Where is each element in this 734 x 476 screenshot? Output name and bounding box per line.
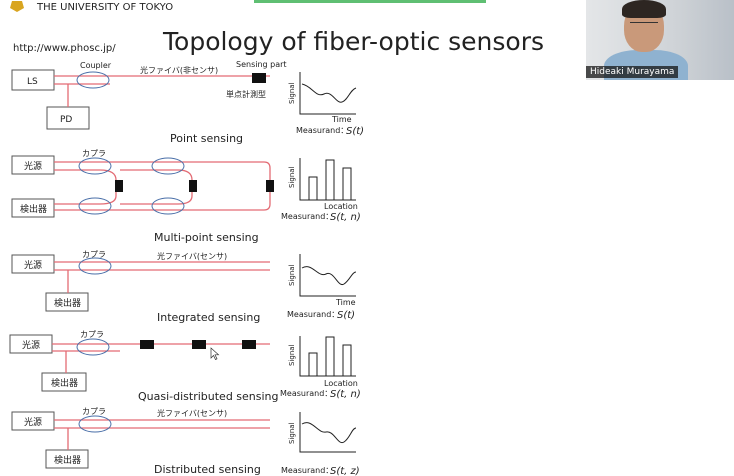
distributed-sensing-caption: Distributed sensing bbox=[154, 463, 261, 476]
ls-label: LS bbox=[27, 77, 38, 87]
detector-label: 検出器 bbox=[54, 297, 81, 309]
detector-box bbox=[41, 372, 87, 392]
measurand-label: Measurand： bbox=[281, 466, 333, 475]
graph-y-label: Signal bbox=[288, 422, 296, 444]
participant-hair bbox=[622, 0, 666, 18]
light-source-box bbox=[11, 411, 55, 431]
quasi-distributed-sensing-caption: Quasi-distributed sensing bbox=[138, 390, 279, 403]
light-source-box bbox=[11, 155, 55, 175]
participant-glasses bbox=[630, 22, 658, 29]
graph-y-label: Signal bbox=[288, 166, 296, 188]
detector-box bbox=[45, 449, 89, 469]
sensing-element bbox=[252, 73, 266, 83]
participant-name-label: Hideaki Murayama bbox=[586, 66, 679, 78]
fiber-label: 光ファイバ(センサ) bbox=[157, 251, 227, 261]
coupler-shape bbox=[76, 71, 110, 89]
university-name: THE UNIVERSITY OF TOKYO bbox=[36, 2, 173, 13]
light-source-label: 光源 bbox=[24, 416, 42, 428]
detector-label: 検出器 bbox=[20, 203, 47, 215]
ginkgo-logo-icon bbox=[10, 1, 24, 12]
fiber-label: 光ファイバ(センサ) bbox=[157, 408, 227, 418]
diagram-integrated-sensing: 光源 検出器 カプラ 光ファイバ(センサ) Integrated sensing… bbox=[11, 250, 357, 324]
fiber-label: 光ファイバ(非センサ) bbox=[140, 65, 218, 75]
university-logo bbox=[10, 1, 24, 12]
point-sensing-caption: Point sensing bbox=[170, 132, 243, 145]
light-source-label: 光源 bbox=[24, 259, 42, 271]
detector-box bbox=[11, 198, 55, 218]
detector-label: 検出器 bbox=[51, 377, 78, 389]
measurand-label: Measurand： bbox=[280, 389, 332, 398]
graph-x-label: Location bbox=[324, 379, 358, 388]
graph-x-label: Time bbox=[331, 115, 352, 124]
graph-y-label: Signal bbox=[288, 82, 296, 104]
detector-box bbox=[45, 292, 89, 312]
sensing-element bbox=[242, 340, 256, 349]
graph-y-label: Signal bbox=[288, 344, 296, 366]
participant-video-tile[interactable]: Hideaki Murayama bbox=[586, 0, 734, 80]
coupler-label: Coupler bbox=[80, 61, 112, 70]
measurand-expression: S(t) bbox=[346, 126, 364, 137]
coupler-label: カプラ bbox=[82, 250, 106, 259]
source-url: http://www.phosc.jp/ bbox=[13, 43, 116, 54]
light-source-label: 光源 bbox=[24, 160, 42, 172]
sensing-element bbox=[140, 340, 154, 349]
graph-x-label: Location bbox=[324, 202, 358, 211]
measurand-expression: S(t, z) bbox=[330, 466, 360, 476]
diagram-point-sensing: LS PD Coupler 光ファイバ(非センサ) Sensing part 単… bbox=[11, 60, 364, 145]
light-source-box bbox=[11, 254, 55, 274]
sensing-element bbox=[115, 180, 123, 192]
coupler-label: カプラ bbox=[80, 330, 104, 339]
light-source-label: 光源 bbox=[22, 339, 40, 351]
detector-label: 検出器 bbox=[54, 454, 81, 466]
sensing-element bbox=[192, 340, 206, 349]
mouse-cursor-icon bbox=[210, 347, 220, 360]
multipoint-sensing-caption: Multi-point sensing bbox=[154, 231, 259, 244]
diagram-quasi-distributed-sensing: 光源 検出器 カプラ Quasi-distributed sensing Sig… bbox=[9, 330, 361, 403]
graph-x-label: Time bbox=[335, 298, 356, 307]
coupler-label: カプラ bbox=[82, 407, 106, 416]
single-point-label: 単点計測型 bbox=[226, 89, 266, 99]
diagram-distributed-sensing: 光源 検出器 カプラ 光ファイバ(センサ) Distributed sensin… bbox=[11, 407, 360, 476]
integrated-sensing-caption: Integrated sensing bbox=[157, 311, 260, 324]
measurand-label: Measurand： bbox=[296, 126, 348, 135]
screen-share-indicator[interactable] bbox=[254, 0, 486, 3]
measurand-label: Measurand： bbox=[287, 310, 339, 319]
measurand-expression: S(t, n) bbox=[330, 212, 361, 223]
ls-box bbox=[11, 69, 55, 91]
coupler-label: カプラ bbox=[82, 149, 106, 158]
sensing-element bbox=[189, 180, 197, 192]
sensing-part-label: Sensing part bbox=[236, 60, 287, 69]
sensing-element bbox=[266, 180, 274, 192]
measurand-label: Measurand： bbox=[281, 212, 333, 221]
graph-y-label: Signal bbox=[288, 264, 296, 286]
measurand-expression: S(t) bbox=[337, 310, 355, 321]
pd-label: PD bbox=[60, 115, 72, 125]
measurand-expression: S(t, n) bbox=[330, 389, 361, 400]
slide-title: Topology of fiber-optic sensors bbox=[162, 27, 544, 56]
diagram-multipoint-sensing: 光源 検出器 カプラ Multi-point sensing Signal Lo… bbox=[11, 149, 361, 244]
